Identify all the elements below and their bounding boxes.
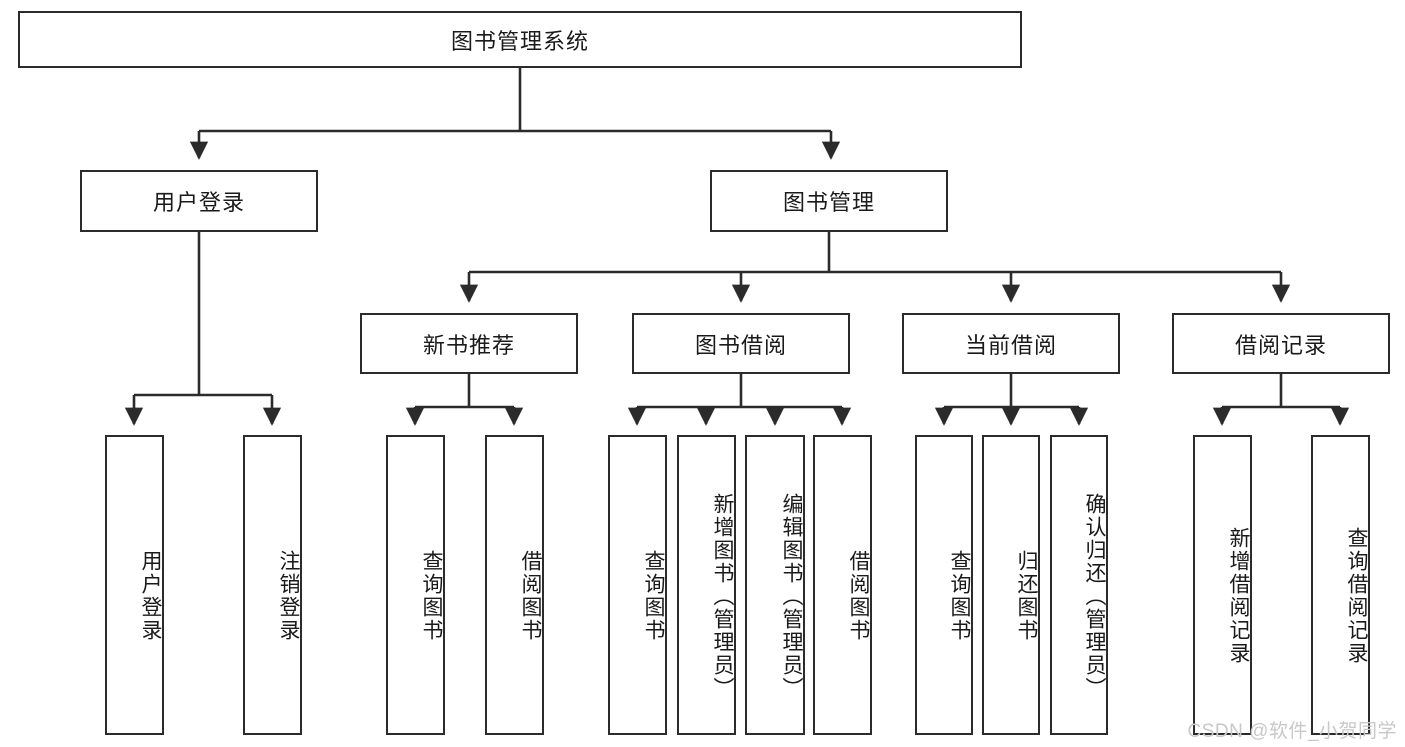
watermark-text: CSDN @软件_小贺同学: [1187, 721, 1397, 742]
node-leaf-query-book-cur[interactable]: 查询图书: [915, 435, 973, 735]
node-current-borrow[interactable]: 当前借阅: [902, 313, 1120, 374]
node-leaf-add-record[interactable]: 新增借阅记录: [1193, 435, 1252, 735]
node-book-borrow[interactable]: 图书借阅: [632, 313, 850, 374]
node-borrow-record[interactable]: 借阅记录: [1172, 313, 1390, 374]
node-leaf-query-book-cur-label: 查询图书: [948, 550, 971, 642]
node-current-borrow-label: 当前借阅: [964, 332, 1057, 358]
node-root[interactable]: 图书管理系统: [18, 11, 1022, 68]
node-leaf-query-record[interactable]: 查询借阅记录: [1311, 435, 1370, 735]
node-leaf-borrow-book-rec[interactable]: 借阅图书: [485, 435, 544, 735]
node-leaf-add-record-label: 新增借阅记录: [1227, 527, 1250, 665]
node-root-label: 图书管理系统: [450, 28, 589, 54]
node-user-login-label: 用户登录: [152, 190, 245, 215]
node-leaf-confirm-return-label: 确认归还（管理员）: [1083, 492, 1106, 700]
node-borrow-record-label: 借阅记录: [1234, 332, 1327, 358]
node-leaf-edit-book-label: 编辑图书（管理员）: [780, 492, 803, 700]
node-leaf-query-book-rec-label: 查询图书: [420, 550, 443, 642]
node-user-login[interactable]: 用户登录: [80, 170, 318, 232]
node-leaf-query-book-borrow-label: 查询图书: [642, 550, 665, 642]
node-leaf-add-book-label: 新增图书（管理员）: [711, 492, 734, 700]
node-leaf-borrow-book-label: 借阅图书: [847, 550, 870, 642]
node-leaf-query-book-borrow[interactable]: 查询图书: [608, 435, 667, 735]
node-leaf-confirm-return[interactable]: 确认归还（管理员）: [1050, 435, 1108, 735]
node-new-book-rec[interactable]: 新书推荐: [360, 313, 578, 374]
node-book-manage[interactable]: 图书管理: [710, 170, 948, 232]
node-leaf-add-book[interactable]: 新增图书（管理员）: [677, 435, 736, 735]
node-leaf-query-record-label: 查询借阅记录: [1345, 527, 1368, 665]
node-leaf-return-book-label: 归还图书: [1015, 550, 1038, 642]
node-new-book-rec-label: 新书推荐: [422, 332, 515, 358]
node-book-manage-label: 图书管理: [782, 190, 875, 215]
node-leaf-user-login-label: 用户登录: [139, 550, 162, 642]
node-leaf-return-book[interactable]: 归还图书: [982, 435, 1040, 735]
node-leaf-query-book-rec[interactable]: 查询图书: [386, 435, 445, 735]
node-leaf-user-login[interactable]: 用户登录: [105, 435, 164, 735]
node-book-borrow-label: 图书借阅: [694, 332, 787, 358]
node-leaf-logout[interactable]: 注销登录: [243, 435, 302, 735]
node-leaf-borrow-book-rec-label: 借阅图书: [519, 550, 542, 642]
node-leaf-logout-label: 注销登录: [277, 550, 300, 642]
node-leaf-borrow-book[interactable]: 借阅图书: [813, 435, 872, 735]
node-leaf-edit-book[interactable]: 编辑图书（管理员）: [745, 435, 805, 735]
